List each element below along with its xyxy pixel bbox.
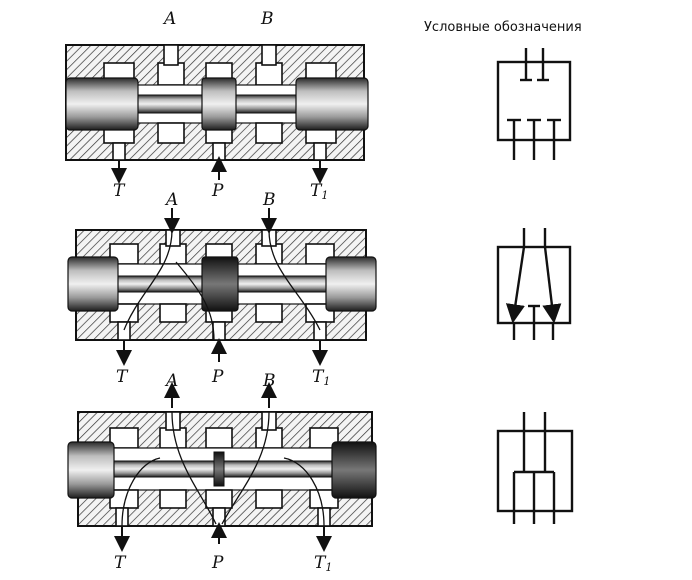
port-a-label-2: A [164, 190, 178, 210]
port-b-label-3: B [262, 371, 276, 391]
port-b-label: B [260, 9, 274, 29]
port-a-label: A [162, 9, 176, 29]
valve-position-3 [67, 382, 377, 552]
port-t-label: T [113, 181, 126, 201]
symbol-position-2 [496, 228, 572, 340]
valve-position-1 [65, 44, 369, 184]
port-t1-label: T1 [310, 181, 328, 202]
port-t1-label-3: T1 [314, 553, 332, 574]
port-b-label-2: B [262, 190, 276, 210]
port-t-label-3: T [114, 553, 127, 573]
legend-title: Условные обозначения [424, 20, 582, 35]
port-p-label: P [211, 181, 224, 201]
valve-position-2 [67, 208, 377, 366]
port-a-label-3: A [164, 371, 178, 391]
port-t1-label-2: T1 [312, 367, 330, 388]
symbol-position-1 [496, 48, 572, 160]
port-p-label-3: P [211, 553, 224, 573]
symbol-position-3 [496, 412, 574, 524]
port-p-label-2: P [211, 367, 224, 387]
port-t-label-2: T [116, 367, 129, 387]
